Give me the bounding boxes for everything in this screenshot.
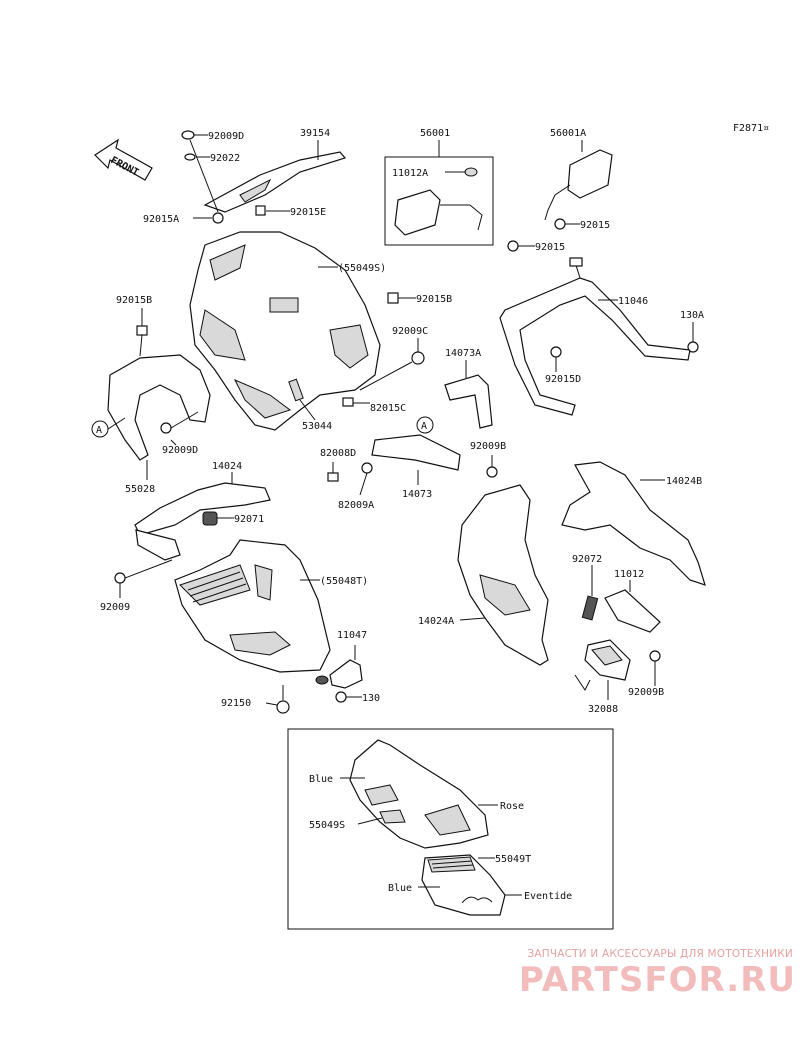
inset-upper-cowl	[349, 739, 489, 849]
part-11046-stay-bracket	[499, 257, 691, 416]
label-56001: 56001	[420, 128, 450, 139]
label-92072: 92072	[572, 554, 602, 565]
watermark-tagline: ЗАПЧАСТИ И АКСЕССУАРЫ ДЛЯ МОТОТЕХНИКИ	[527, 948, 793, 960]
color-variant-inset	[287, 728, 614, 930]
label-92015A: 92015A	[143, 214, 179, 225]
part-56001A-mirror-right	[544, 149, 613, 230]
figure-code: F2871¤	[733, 123, 769, 134]
label-55028: 55028	[125, 484, 155, 495]
label-92015E: 92015E	[290, 207, 326, 218]
label-92015D: 92015D	[545, 374, 581, 385]
label-11047: 11047	[337, 630, 367, 641]
label-92009D-mid: 92009D	[162, 445, 198, 456]
label-130: 130	[362, 693, 380, 704]
callout-A-left: A	[96, 425, 102, 436]
label-92009: 92009	[100, 602, 130, 613]
label-92009D-top: 92009D	[208, 131, 244, 142]
watermark-logo: PARTSFOR.RU	[518, 960, 796, 1000]
part-14073A-duct	[444, 374, 493, 429]
label-130A: 130A	[680, 310, 704, 321]
inset-lower-cowl	[421, 854, 506, 916]
inset-label-55049T: 55049T	[495, 854, 531, 865]
label-14073: 14073	[402, 489, 432, 500]
label-14024A: 14024A	[418, 616, 454, 627]
label-53044: 53044	[302, 421, 332, 432]
part-55048T-lower-cowl	[174, 539, 331, 673]
part-32088-tray	[584, 639, 631, 681]
label-14024B: 14024B	[666, 476, 702, 487]
label-92015B-right: 92015B	[416, 294, 452, 305]
label-11012A: 11012A	[392, 168, 428, 179]
part-14024-inner-panel	[134, 482, 271, 561]
part-56001-mirror-left	[394, 167, 483, 236]
label-92015-right: 92015	[580, 220, 610, 231]
inset-label-55049S: 55049S	[309, 820, 345, 831]
label-56001A: 56001A	[550, 128, 586, 139]
label-11046: 11046	[618, 296, 648, 307]
label-82008D: 82008D	[320, 448, 356, 459]
label-14073A: 14073A	[445, 348, 481, 359]
part-14073-duct	[371, 434, 461, 471]
label-92009C: 92009C	[392, 326, 428, 337]
callout-A-mid: A	[421, 421, 427, 432]
label-92071: 92071	[234, 514, 264, 525]
label-32088: 32088	[588, 704, 618, 715]
label-92015-mid: 92015	[535, 242, 565, 253]
part-55028-side-panel	[107, 354, 211, 461]
label-92015B-left: 92015B	[116, 295, 152, 306]
part-14024B-side-cover	[561, 461, 706, 586]
bolt-icon	[181, 130, 266, 224]
part-11012-cover	[604, 589, 661, 633]
label-92022: 92022	[210, 153, 240, 164]
inset-label-rose: Rose	[500, 801, 524, 812]
inset-label-blue-low: Blue	[388, 883, 412, 894]
part-55049S-upper-cowl	[189, 231, 381, 431]
part-39154-windscreen-trim	[203, 151, 347, 213]
label-55049S: (55049S)	[338, 263, 386, 274]
label-92009B-low: 92009B	[628, 687, 664, 698]
label-11012: 11012	[614, 569, 644, 580]
label-92150: 92150	[221, 698, 251, 709]
label-92009B-mid: 92009B	[470, 441, 506, 452]
label-39154: 39154	[300, 128, 330, 139]
label-14024: 14024	[212, 461, 242, 472]
part-11047-bracket	[315, 659, 363, 689]
label-82009A: 82009A	[338, 500, 374, 511]
front-arrow-icon: FRONT	[94, 138, 153, 181]
label-82015C: 82015C	[370, 403, 406, 414]
label-55048T: (55048T)	[320, 576, 368, 587]
inset-label-blue-top: Blue	[309, 774, 333, 785]
part-14024A-inner-cover	[457, 484, 549, 666]
inset-label-eventide: Eventide	[524, 891, 572, 902]
